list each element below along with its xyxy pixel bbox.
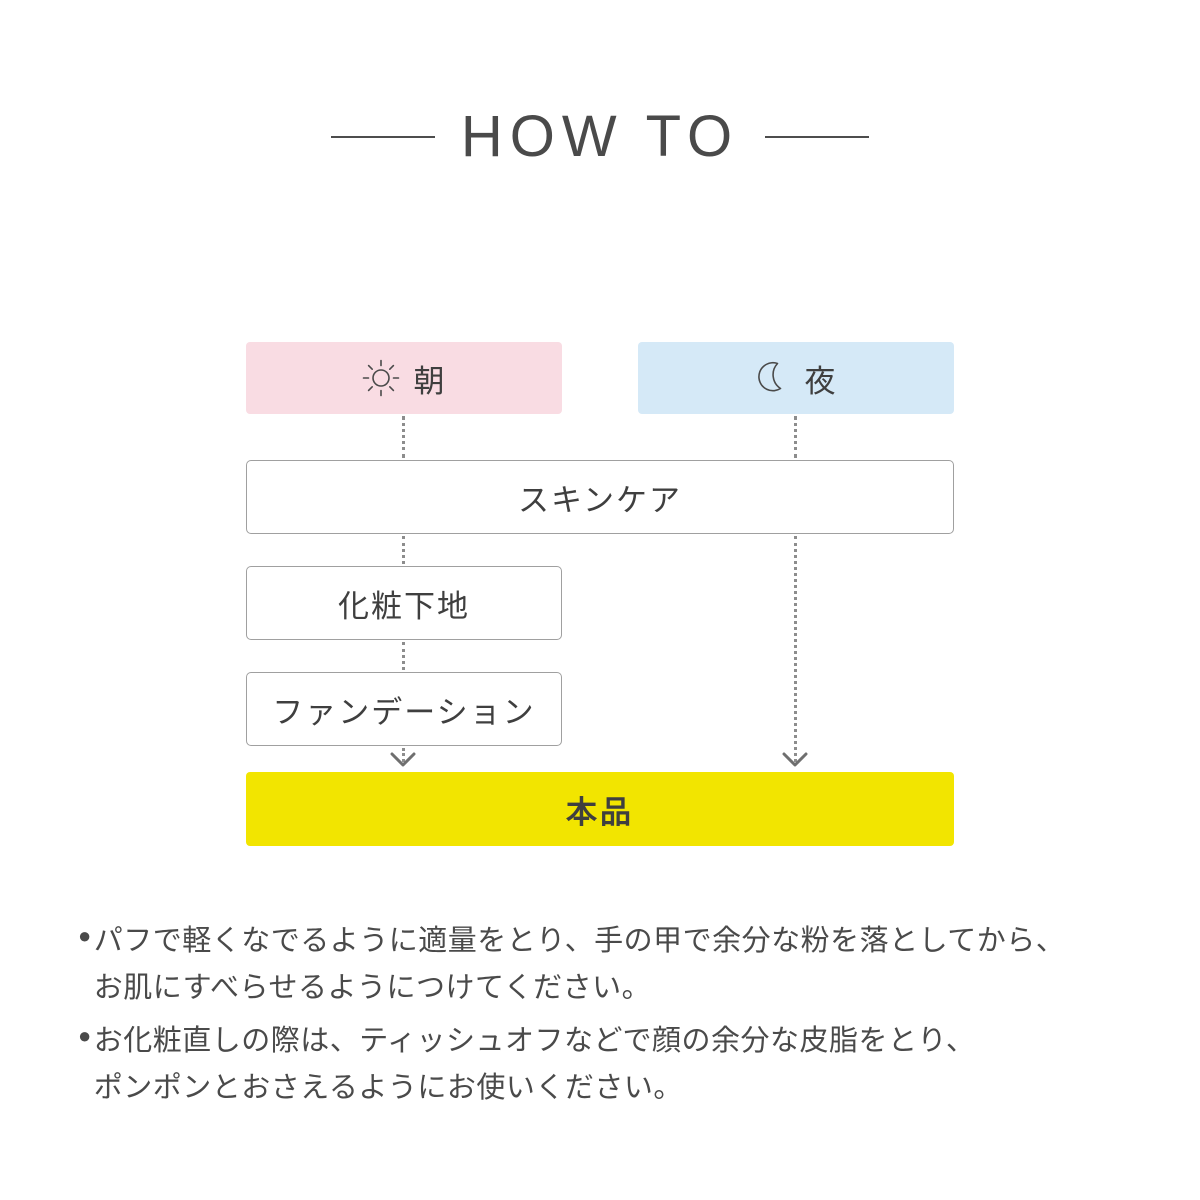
flow-column-header-morning: 朝	[246, 342, 562, 414]
flow-step-label-primer: 化粧下地	[338, 588, 470, 624]
flow-step-this-product: 本品	[246, 772, 954, 846]
title-rule-left	[330, 136, 435, 138]
usage-note-item: ● お化粧直しの際は、ティッシュオフなどで顔の余分な皮脂をとり、 ポンポンとおさ…	[78, 1018, 1148, 1112]
usage-note-text: パフで軽くなでるように適量をとり、手の甲で余分な粉を落としてから、 お肌にすべら…	[94, 918, 1148, 1012]
flow-column-label-morning: 朝	[413, 363, 447, 399]
usage-note-line: パフで軽くなでるように適量をとり、手の甲で余分な粉を落としてから、	[93, 925, 1066, 957]
flow-column-label-night: 夜	[804, 363, 838, 399]
connector-foundation-to-product	[402, 748, 408, 762]
flow-step-label-skincare: スキンケア	[517, 482, 683, 518]
flow-step-label-this-product: 本品	[566, 794, 634, 830]
usage-note-line: お化粧直しの際は、ティッシュオフなどで顔の余分な皮脂をとり、	[93, 1024, 976, 1057]
bullet-icon: ●	[78, 923, 92, 948]
bullet-icon: ●	[78, 1022, 92, 1048]
flow-step-primer: 化粧下地	[246, 566, 562, 640]
connector-night-to-skincare	[794, 416, 800, 458]
flow-column-header-night: 夜	[638, 342, 954, 414]
flow-step-skincare: スキンケア	[246, 460, 954, 534]
connector-skincare-to-product-night	[794, 536, 800, 762]
arrow-down-icon	[390, 752, 416, 768]
usage-note-line: お肌にすべらせるようにつけてください。	[93, 971, 652, 1004]
sun-icon	[362, 359, 400, 397]
page-title: HOW TO	[460, 104, 740, 169]
connector-morning-to-skincare	[402, 416, 408, 458]
flow-step-foundation: ファンデーション	[246, 672, 562, 746]
connector-primer-to-foundation	[402, 642, 408, 670]
usage-note-line: ポンポンとおさえるようにお使いください。	[93, 1071, 683, 1104]
flow-step-label-foundation: ファンデーション	[272, 694, 536, 730]
page-title-block: HOW TO	[0, 108, 1200, 166]
arrow-down-icon	[782, 752, 808, 768]
title-rule-right	[765, 136, 870, 138]
usage-note-item: ● パフで軽くなでるように適量をとり、手の甲で余分な粉を落としてから、 お肌にす…	[78, 918, 1148, 1012]
connector-skincare-to-primer	[402, 536, 408, 564]
usage-notes-list: ● パフで軽くなでるように適量をとり、手の甲で余分な粉を落としてから、 お肌にす…	[78, 918, 1148, 1118]
usage-flow-diagram: 朝 夜 スキンケア 化粧下地 ファンデーション 本品	[246, 342, 954, 847]
moon-icon	[755, 359, 791, 397]
usage-note-text: お化粧直しの際は、ティッシュオフなどで顔の余分な皮脂をとり、 ポンポンとおさえる…	[94, 1018, 1148, 1112]
